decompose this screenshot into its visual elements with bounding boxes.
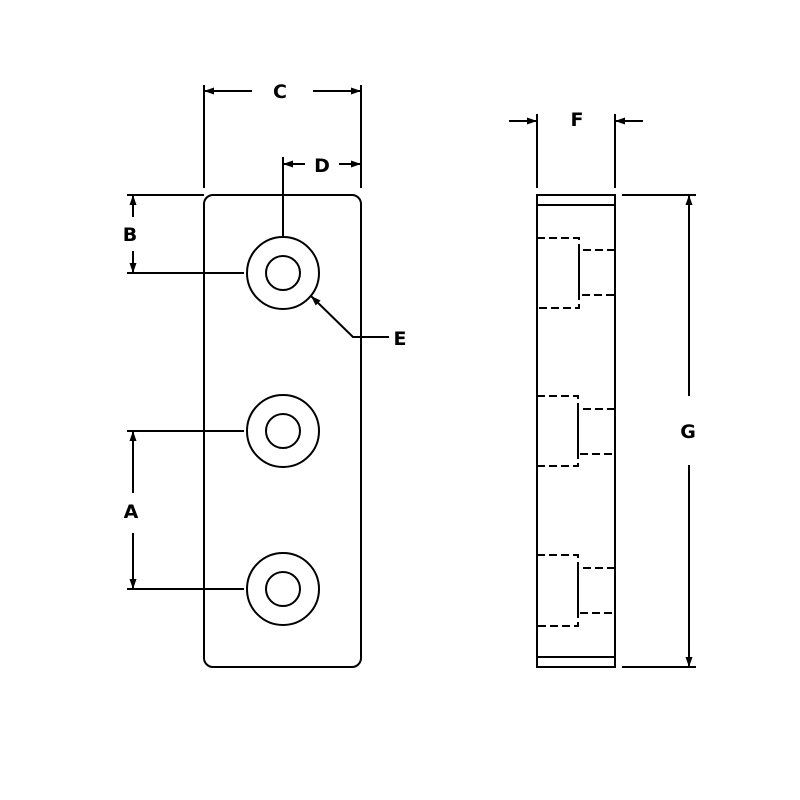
dimension-f [509,114,643,188]
label-e: E [394,328,407,350]
dimension-g [622,194,696,668]
dimension-b [127,194,244,274]
mounting-hole-middle [246,394,320,468]
label-d: D [314,155,330,177]
dimension-a [127,430,244,590]
side-view-plate [536,194,616,668]
hidden-counterbore-middle [537,395,615,467]
mounting-hole-top [246,236,320,310]
mounting-hole-bottom [246,552,320,626]
label-a: A [124,501,139,523]
hidden-counterbore-top [537,237,615,309]
hidden-counterbore-bottom [537,554,615,627]
label-g: G [680,421,696,443]
leader-e [310,295,389,338]
dimension-d [282,157,362,236]
label-f: F [571,109,584,131]
label-b: B [123,224,137,246]
label-c: C [273,81,287,103]
